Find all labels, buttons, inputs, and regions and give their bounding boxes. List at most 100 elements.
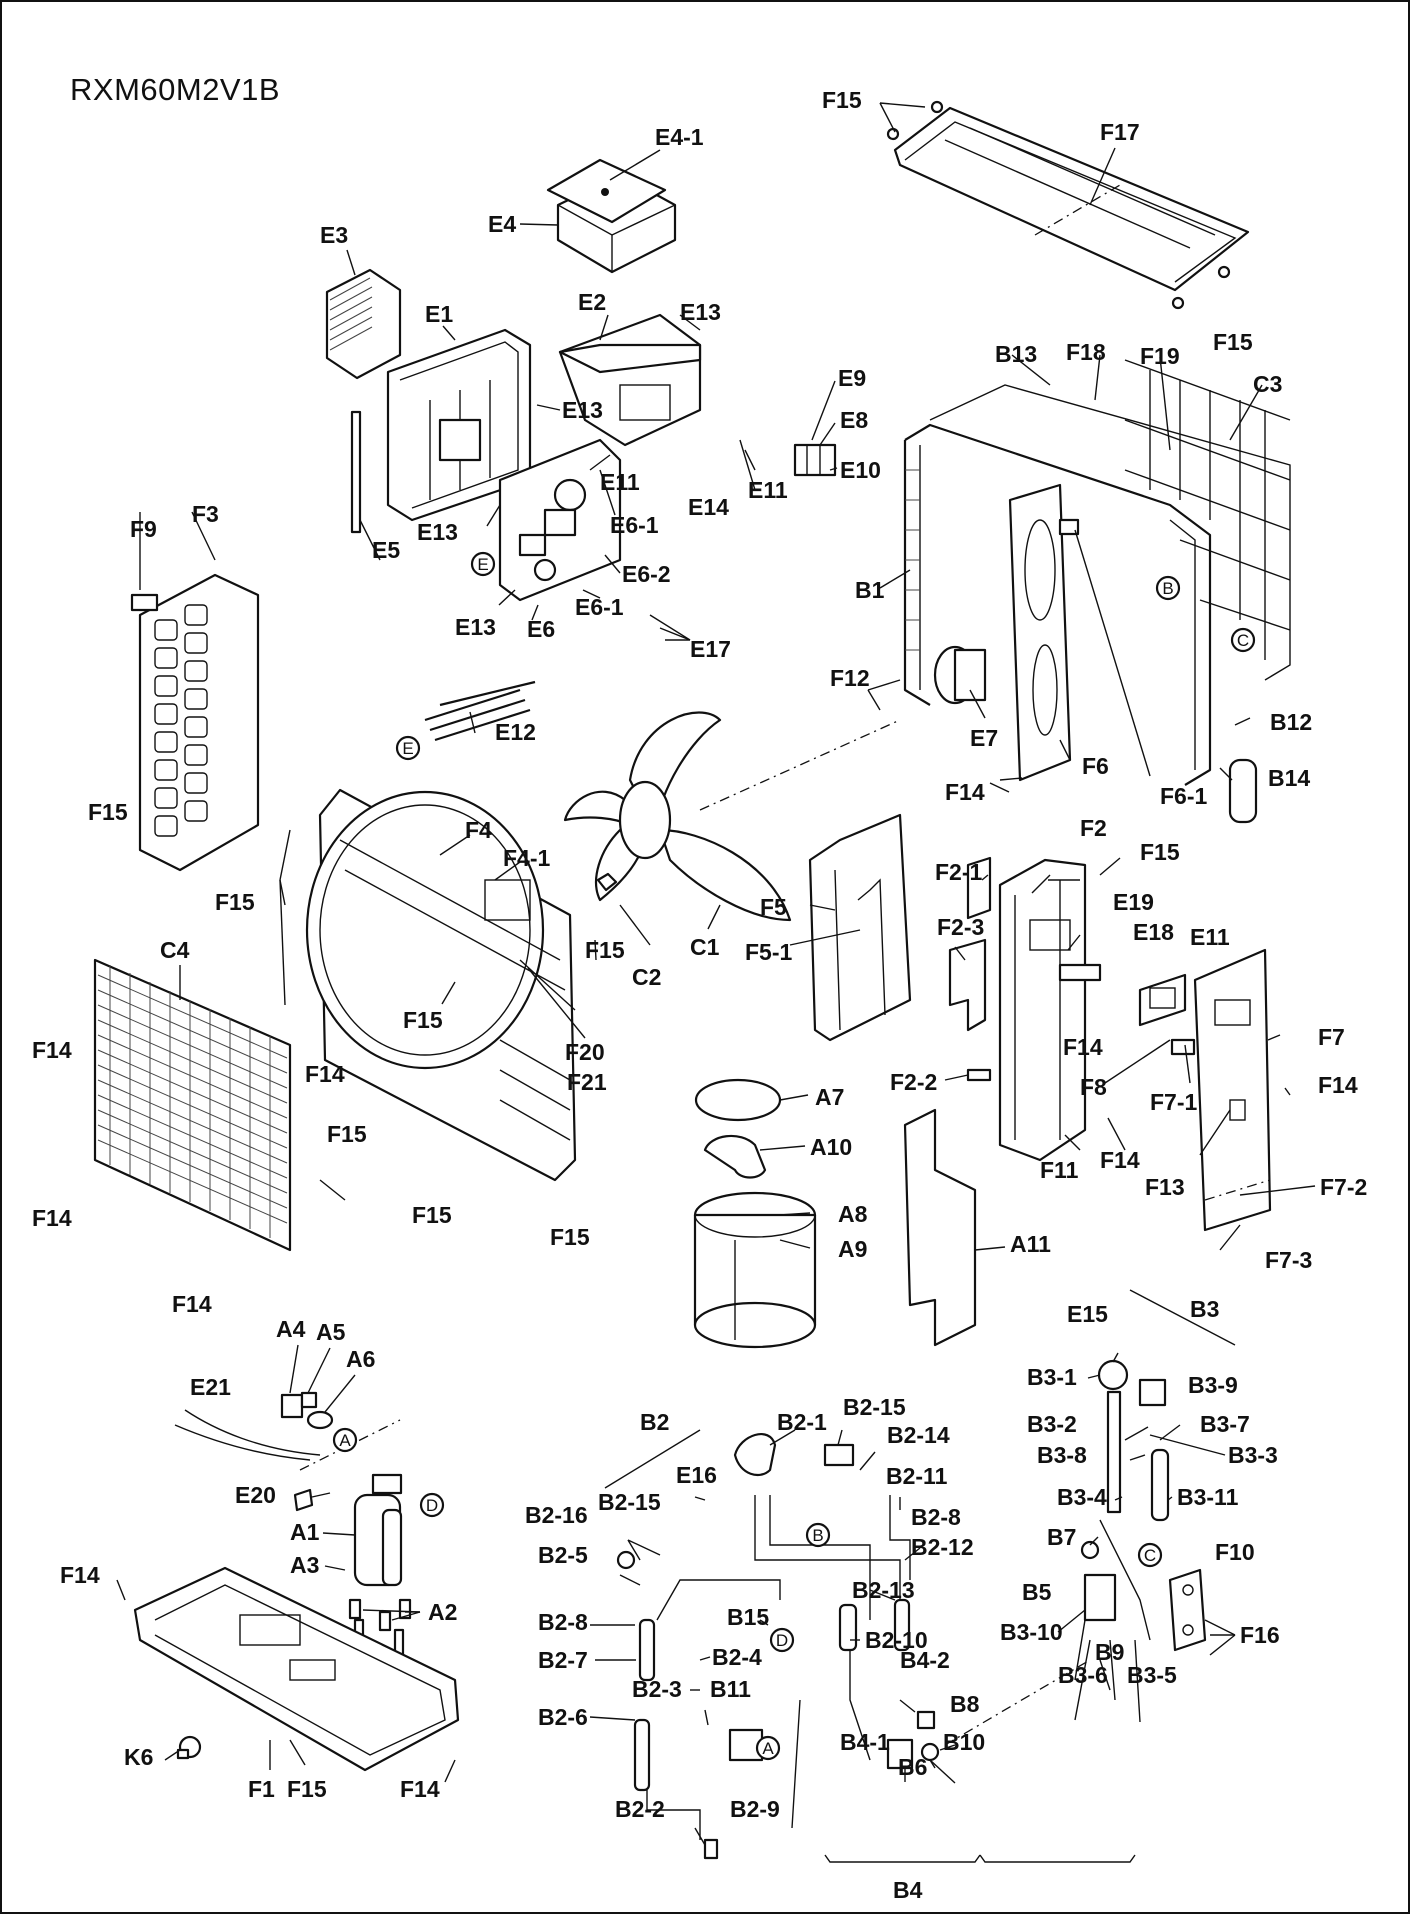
label-f17: F17 [1100,119,1140,145]
label-f15: F15 [215,889,255,915]
label-f14: F14 [32,1205,72,1231]
gasket-a5 [300,1391,318,1409]
label-f14: F14 [60,1562,100,1588]
label-e6-1: E6-1 [575,594,624,620]
label-f2-1: F2-1 [935,859,983,885]
label-b7: B7 [1047,1524,1076,1550]
part-labels: F15 F17 E4-1 E4 E3 E2 E13 E1 E13 E9 E8 E… [32,87,1367,1903]
label-f7: F7 [1318,1024,1345,1050]
switch-box-frame-e1 [386,328,532,522]
svg-text:B: B [1162,579,1173,598]
side-panel-f3 [130,573,260,872]
label-b2-11: B2-11 [886,1463,948,1489]
label-f6: F6 [1082,753,1109,779]
propeller-fan-c1 [563,711,792,922]
label-f12: F12 [830,665,870,691]
label-a1: A1 [290,1519,320,1545]
label-e13: E13 [417,519,458,545]
grommet-e20 [293,1488,314,1512]
label-e19: E19 [1113,889,1154,915]
label-f7-1: F7-1 [1150,1089,1198,1115]
label-b2-13: B2-13 [852,1577,915,1603]
clamp-a6 [306,1410,334,1430]
label-b3-5: B3-5 [1127,1662,1177,1688]
cushion-a7 [694,1078,782,1122]
insulation-strip-e5 [350,410,362,534]
svg-text:A: A [762,1739,774,1758]
partition-plate-f5 [808,813,912,1042]
label-f14: F14 [400,1776,440,1802]
label-a6: A6 [346,1346,375,1372]
label-e6-2: E6-2 [622,561,671,587]
label-b2-6: B2-6 [538,1704,588,1730]
label-e15: E15 [1067,1301,1108,1327]
connection-marker-d-pipe: D [769,1627,795,1653]
label-f1: F1 [248,1776,275,1802]
label-f6-1: F6-1 [1160,783,1208,809]
label-e16: E16 [676,1462,717,1488]
label-c3: C3 [1253,371,1282,397]
svg-text:E: E [402,739,413,758]
fan-motor-e7 [933,645,987,705]
label-e21: E21 [190,1374,231,1400]
label-b15: B15 [727,1604,769,1630]
label-f15: F15 [403,1007,443,1033]
label-b2-5: B2-5 [538,1542,588,1568]
svg-text:C: C [1144,1546,1156,1565]
label-b3-8: B3-8 [1037,1442,1087,1468]
label-f2-2: F2-2 [890,1069,937,1095]
label-b8: B8 [950,1691,980,1717]
insulation-f2-1 [966,856,992,920]
label-e13: E13 [562,397,603,423]
label-f15: F15 [585,937,625,963]
label-b2-12: B2-12 [911,1534,974,1560]
label-a4: A4 [276,1316,306,1342]
valve-cover-f10 [1168,1568,1207,1652]
sound-blanket-a10 [703,1134,767,1179]
bracket-b3 [1129,1289,1236,1346]
label-f15: F15 [412,1202,452,1228]
wire-lead-e12 [424,680,536,742]
label-e8: E8 [840,407,868,433]
compressor-a1 [299,1419,403,1587]
terminal-cover-a4 [280,1393,304,1419]
label-f15: F15 [287,1776,327,1802]
label-f2: F2 [1080,815,1107,841]
connection-marker-e-pcb: E [470,551,496,577]
label-e13: E13 [680,299,721,325]
label-b2-2: B2-2 [615,1796,665,1822]
label-b9: B9 [1095,1639,1124,1665]
label-f5: F5 [760,894,787,920]
connection-marker-d-comp: D [419,1492,445,1518]
label-f4-1: F4-1 [503,845,551,871]
label-f10: F10 [1215,1539,1255,1565]
connection-marker-b-pipe: B [805,1522,831,1548]
label-f20: F20 [565,1039,605,1065]
part-f2-2 [966,1068,992,1082]
label-b1: B1 [855,577,885,603]
label-b11: B11 [710,1676,751,1702]
label-a11: A11 [1010,1231,1051,1257]
label-f9: F9 [130,516,157,542]
label-e17: E17 [690,636,731,662]
label-b2-8: B2-8 [538,1609,588,1635]
main-pcb-e6 [498,438,622,602]
label-e3: E3 [320,222,348,248]
terminal-e18 [1058,963,1102,982]
label-f2-3: F2-3 [937,914,984,940]
label-e14: E14 [688,494,729,520]
label-b6: B6 [898,1754,927,1780]
label-b2-15: B2-15 [598,1489,661,1515]
label-e20: E20 [235,1482,276,1508]
label-f15: F15 [327,1121,367,1147]
label-c1: C1 [690,934,720,960]
label-f7-2: F7-2 [1320,1174,1367,1200]
label-e9: E9 [838,365,866,391]
label-f8: F8 [1080,1074,1107,1100]
connection-marker-c-valve: C [1137,1542,1163,1568]
label-b5: B5 [1022,1579,1052,1605]
label-b3-6: B3-6 [1058,1662,1108,1688]
label-f5-1: F5-1 [745,939,793,965]
label-f21: F21 [567,1069,607,1095]
